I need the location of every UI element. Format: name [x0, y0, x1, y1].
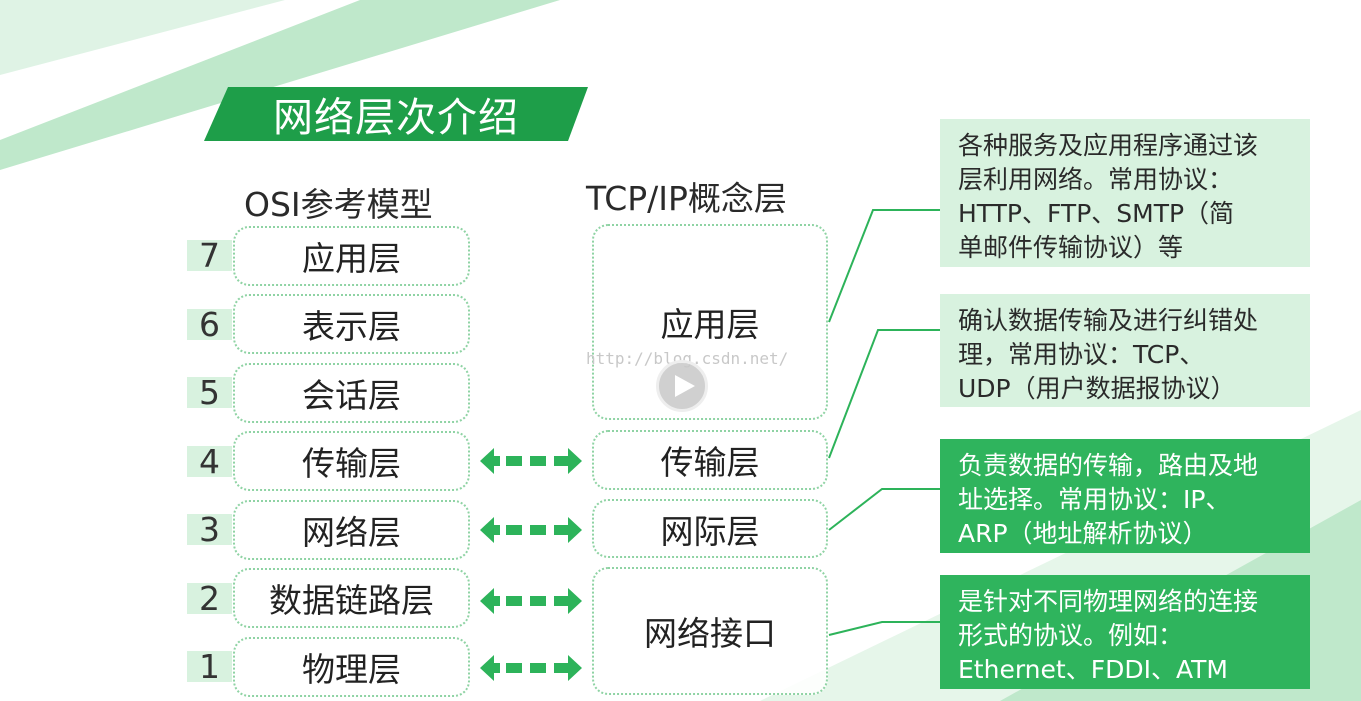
osi-number-5: 5 — [187, 373, 232, 412]
double-arrow-icon — [480, 448, 582, 474]
page-title: 网络层次介绍 — [273, 95, 519, 141]
osi-number-6: 6 — [187, 305, 232, 344]
osi-layer-transport: 传输层 — [233, 431, 470, 491]
osi-number-2: 2 — [187, 579, 232, 618]
desc-application: 各种服务及应用程序通过该 层利用网络。常用协议： HTTP、FTP、SMTP（简… — [940, 119, 1310, 267]
osi-layer-network: 网络层 — [233, 500, 470, 560]
osi-heading: OSI参考模型 — [244, 185, 433, 224]
connector-application — [828, 209, 940, 323]
double-arrow-icon — [480, 655, 582, 681]
osi-layer-datalink: 数据链路层 — [233, 568, 470, 628]
osi-number-3: 3 — [187, 510, 232, 549]
osi-layer-physical: 物理层 — [233, 637, 470, 697]
desc-transport: 确认数据传输及进行纠错处 理，常用协议：TCP、 UDP（用户数据报协议） — [940, 294, 1310, 407]
osi-number-7: 7 — [187, 236, 232, 275]
watermark-text: http://blog.csdn.net/ — [586, 349, 789, 368]
desc-network-interface: 是针对不同物理网络的连接 形式的协议。例如： Ethernet、FDDI、ATM — [940, 575, 1310, 689]
connector-network-interface — [828, 621, 940, 636]
osi-number-1: 1 — [187, 647, 232, 686]
connector-transport — [828, 329, 940, 459]
tcpip-heading: TCP/IP概念层 — [586, 179, 787, 218]
desc-internet: 负责数据的传输，路由及地 址选择。常用协议：IP、 ARP（地址解析协议） — [940, 439, 1310, 553]
double-arrow-icon — [480, 517, 582, 543]
osi-layer-session: 会话层 — [233, 363, 470, 423]
play-icon — [675, 375, 695, 397]
tcpip-layer-transport: 传输层 — [592, 430, 828, 490]
play-button[interactable] — [656, 360, 708, 412]
tcpip-layer-internet: 网际层 — [592, 499, 828, 558]
title-banner: 网络层次介绍 — [204, 87, 588, 141]
tcpip-layer-application: 应用层 — [592, 224, 828, 420]
connector-internet — [828, 488, 940, 531]
osi-layer-presentation: 表示层 — [233, 294, 470, 354]
osi-number-4: 4 — [187, 442, 232, 481]
double-arrow-icon — [480, 588, 582, 614]
osi-layer-application: 应用层 — [233, 226, 470, 286]
tcpip-layer-network-interface: 网络接口 — [592, 567, 828, 695]
